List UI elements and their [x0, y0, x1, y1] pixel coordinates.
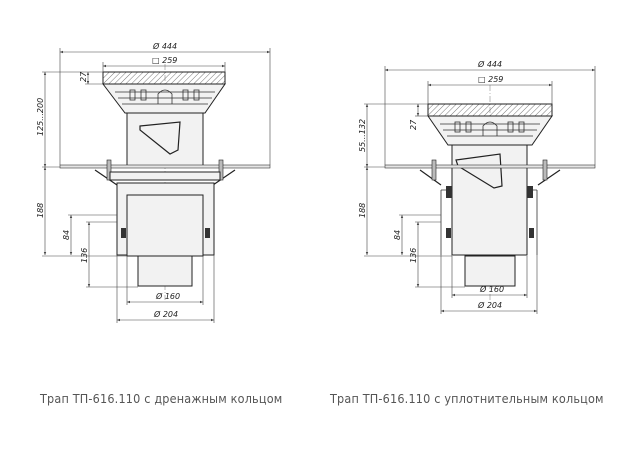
membrane-flange: [59, 164, 271, 169]
dim-lower-height: 188: [358, 203, 367, 218]
dim-ring-height: 84: [62, 230, 71, 240]
dim-grate-height: 27: [79, 71, 88, 82]
dim-grate-square: □ 259: [478, 75, 503, 84]
grate: [102, 71, 226, 85]
dim-body-diameter: Ø 204: [477, 300, 502, 310]
dim-pipe-diameter: Ø 160: [479, 284, 504, 294]
dim-lower-height: 188: [36, 203, 45, 218]
dim-pipe-diameter: Ø 160: [155, 291, 180, 301]
dim-grate-height: 27: [409, 119, 418, 130]
drain-drawing-sealing-ring: Ø 444 □ 259 27 55...132 188 84 136 Ø 160…: [358, 59, 596, 314]
dim-height-range: 125...200: [36, 98, 45, 136]
caption-sealing-ring: Трап ТП-616.110 с уплотнительным кольцом: [330, 391, 604, 406]
dim-outer-diameter: Ø 444: [477, 59, 502, 69]
grate: [427, 103, 553, 117]
dim-body-diameter: Ø 204: [153, 309, 178, 319]
caption-drainage-ring: Трап ТП-616.110 с дренажным кольцом: [40, 391, 283, 406]
dim-outer-diameter: Ø 444: [152, 41, 177, 51]
dim-outlet-height: 136: [80, 248, 89, 263]
dim-outlet-height: 136: [409, 248, 418, 263]
drain-drawing-drainage-ring: Ø 444 □ 259 27 125...200 188 84 136 Ø 16…: [36, 41, 271, 323]
dim-ring-height: 84: [393, 230, 402, 240]
membrane-flange: [384, 164, 596, 169]
dim-grate-square: □ 259: [152, 56, 177, 65]
dim-height-range: 55...132: [358, 119, 367, 152]
